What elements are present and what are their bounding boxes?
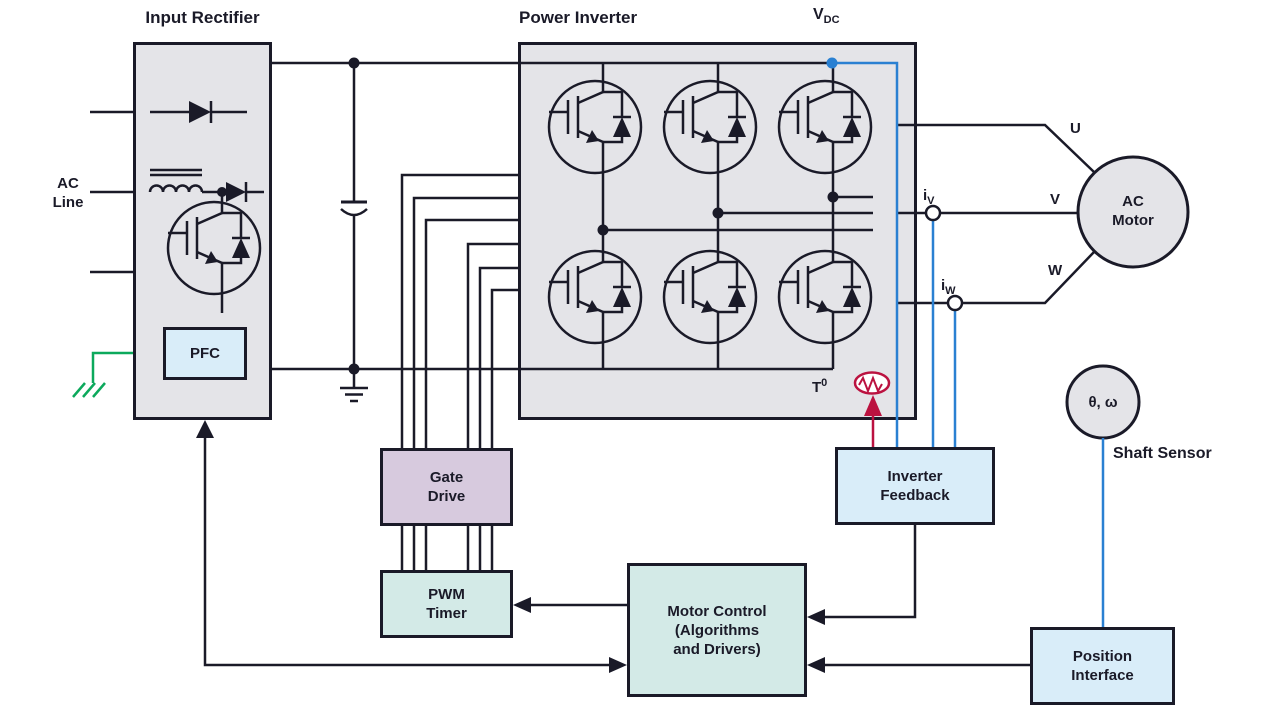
motor-control-block: Motor Control (Algorithms and Drivers): [627, 563, 807, 697]
position-to-motorcontrol-arrow: [807, 657, 1030, 673]
iw-base: i: [941, 277, 946, 294]
gate-drive-block: Gate Drive: [380, 448, 513, 526]
pfc-label: PFC: [190, 345, 220, 362]
inverter-feedback-block: Inverter Feedback: [835, 447, 995, 525]
thermistor-wire: [864, 395, 882, 447]
gate-drive-label: Gate Drive: [427, 469, 466, 505]
iw-label: iW: [941, 276, 956, 301]
gate-signal-lines: [400, 173, 518, 448]
ac-line-label: AC Line: [52, 175, 84, 211]
inverter-feedback-label: Inverter Feedback: [880, 468, 950, 504]
gate-to-pwm-lines: [400, 526, 494, 570]
power-inverter-title: Power Inverter: [519, 8, 638, 27]
temperature-sup: 0: [821, 377, 828, 389]
current-sensor-iw: [946, 294, 964, 312]
rectifier-inductor-symbol: [148, 168, 227, 202]
vdc-label: VDC: [813, 6, 840, 26]
phase-w-label: W: [1048, 262, 1063, 279]
igbt-symbol: [166, 200, 262, 296]
iv-label: iV: [923, 186, 935, 211]
rectifier-diode-symbol: [150, 101, 247, 123]
motorcontrol-to-pwm-arrow: [513, 597, 627, 613]
motorcontrol-to-rectifier-arrow: [196, 420, 627, 673]
dc-link-rails: [272, 61, 833, 371]
position-interface-block: Position Interface: [1030, 627, 1175, 705]
capacitor-symbol: [340, 63, 368, 369]
iw-sub: W: [945, 285, 956, 297]
rectifier-boost-diode-symbol: [226, 182, 264, 202]
input-rectifier-title: Input Rectifier: [145, 8, 260, 27]
vdc-tap-dot: [826, 57, 838, 69]
shaft-sensor-label: Shaft Sensor: [1113, 445, 1212, 462]
earth-ground-symbol: [340, 369, 368, 403]
iv-base: i: [923, 187, 928, 204]
motor-control-label: Motor Control (Algorithms and Drivers): [667, 602, 767, 658]
iv-sub: V: [927, 195, 935, 207]
position-interface-label: Position Interface: [1071, 648, 1134, 684]
pwm-timer-label: PWM Timer: [426, 586, 467, 622]
temperature-label: T0: [812, 374, 827, 397]
vdc-sub: DC: [823, 14, 840, 27]
feedback-to-motorcontrol-arrow: [807, 525, 917, 625]
ac-input-lines: [90, 110, 133, 274]
ac-motor-label: AC Motor: [1112, 193, 1154, 229]
shaft-circle-label: θ, ω: [1088, 394, 1118, 411]
pwm-timer-block: PWM Timer: [380, 570, 513, 638]
current-sensor-iv: [924, 204, 942, 222]
temperature-base: T: [812, 379, 822, 396]
vdc-sense-wire: [832, 61, 899, 447]
phase-v-label: V: [1050, 191, 1061, 208]
phase-u-label: U: [1070, 120, 1081, 137]
pfc-block: PFC: [163, 327, 247, 380]
vdc-base: V: [813, 6, 824, 23]
phase-tap-lines: [597, 191, 873, 236]
thermistor-symbol: [853, 371, 891, 395]
chassis-ground-green-symbol: [72, 351, 133, 398]
